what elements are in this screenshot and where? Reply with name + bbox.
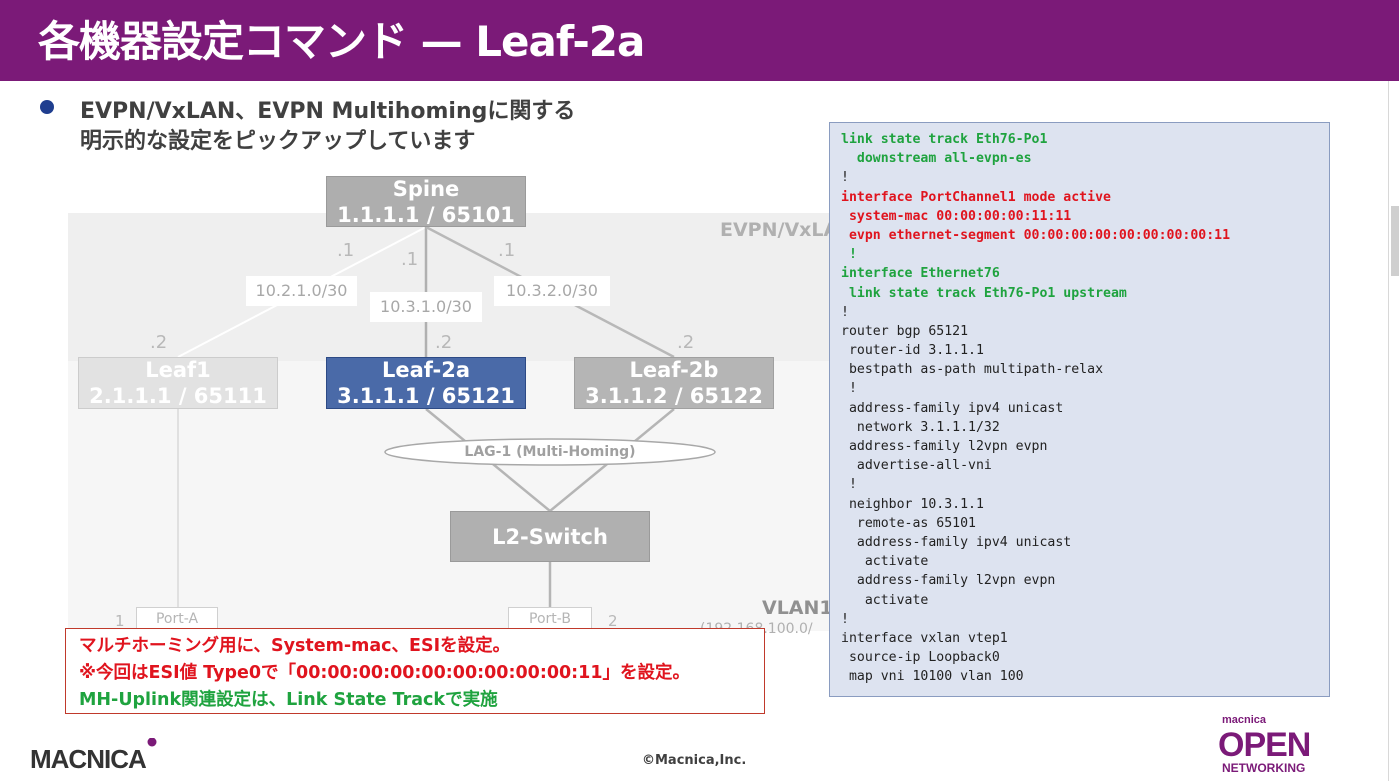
config-line: link state track Eth76-Po1 upstream bbox=[841, 285, 1127, 301]
notes-box: マルチホーミング用に、System-mac、ESIを設定。 ※今回はESI値 Ty… bbox=[65, 628, 765, 714]
port-b: Port-B bbox=[508, 607, 592, 631]
config-line: address-family l2vpn evpn bbox=[841, 439, 1048, 454]
config-panel: link state track Eth76-Po1 downstream al… bbox=[829, 122, 1330, 697]
l2-switch-node: L2-Switch bbox=[450, 511, 650, 562]
config-line: address-family l2vpn evpn bbox=[841, 573, 1056, 589]
macnica-logo-text: MACNICA bbox=[30, 744, 147, 772]
leaf2b-name: Leaf-2b bbox=[629, 358, 719, 382]
port-a: Port-A bbox=[136, 607, 218, 631]
config-line: downstream all-evpn-es bbox=[841, 151, 1032, 167]
config-line: ! bbox=[841, 381, 857, 397]
leaf2b-node: Leaf-2b 3.1.1.2 / 65122 bbox=[574, 357, 774, 409]
open-logo-top: macnica bbox=[1222, 714, 1267, 726]
bullet-line-1: EVPN/VxLAN、EVPN Multihomingに関する bbox=[80, 99, 576, 124]
config-line: ! bbox=[841, 170, 849, 186]
leaf2a-node: Leaf-2a 3.1.1.1 / 65121 bbox=[326, 357, 526, 409]
lag-label: LAG-1 (Multi-Homing) bbox=[464, 444, 636, 460]
config-line: router-id 3.1.1.1 bbox=[841, 343, 984, 359]
copyright: ©Macnica,Inc. bbox=[642, 753, 747, 768]
config-line: ! bbox=[841, 477, 857, 493]
note-line: マルチホーミング用に、System-mac、ESIを設定。 bbox=[79, 636, 511, 656]
open-logo-main: OPEN bbox=[1218, 726, 1310, 764]
config-line: ! bbox=[841, 304, 849, 320]
config-line: bestpath as-path multipath-relax bbox=[841, 362, 1104, 378]
title-bar bbox=[0, 0, 1399, 81]
subnet-label-leaf1: 10.2.1.0/30 bbox=[246, 276, 357, 306]
leaf2a-if: .2 bbox=[435, 332, 453, 353]
config-line: system-mac 00:00:00:00:11:11 bbox=[841, 208, 1072, 224]
config-line: evpn ethernet-segment 00:00:00:00:00:00:… bbox=[841, 227, 1231, 243]
port-a-number: 1 bbox=[115, 612, 125, 630]
right-edge-strip bbox=[1388, 81, 1399, 781]
config-line: neighbor 10.3.1.1 bbox=[841, 496, 984, 512]
config-line: network 3.1.1.1/32 bbox=[841, 419, 1000, 435]
config-line: map vni 10100 vlan 100 bbox=[841, 669, 1024, 685]
spine-name: Spine bbox=[392, 176, 460, 201]
macnica-logo: MACNICA bbox=[30, 738, 157, 772]
bullet-line-2: 明示的な設定をピックアップしています bbox=[80, 129, 476, 154]
evpn-vxlan-label: EVPN/VxLA bbox=[720, 219, 839, 241]
config-line: advertise-all-vni bbox=[841, 458, 992, 474]
port-b-number: 2 bbox=[608, 612, 618, 630]
spine-addr: 1.1.1.1 / 65101 bbox=[337, 202, 515, 227]
config-line: ! bbox=[841, 247, 857, 263]
config-line: address-family ipv4 unicast bbox=[841, 534, 1072, 550]
config-line: remote-as 65101 bbox=[841, 515, 976, 531]
config-line: interface Ethernet76 bbox=[841, 266, 1000, 282]
open-networking-logo: macnica OPEN NETWORKING bbox=[1218, 714, 1311, 775]
spine-if-leaf1: .1 bbox=[337, 240, 355, 261]
spine-if-leaf2b: .1 bbox=[498, 240, 516, 261]
config-line: interface vxlan vtep1 bbox=[841, 630, 1008, 646]
leaf1-node: Leaf1 2.1.1.1 / 65111 bbox=[78, 357, 278, 409]
leaf1-addr: 2.1.1.1 / 65111 bbox=[89, 384, 267, 408]
leaf2a-addr: 3.1.1.1 / 65121 bbox=[337, 384, 515, 408]
spine-if-leaf2a: .1 bbox=[401, 249, 419, 270]
page-title: 各機器設定コマンド — Leaf-2a bbox=[38, 17, 645, 66]
config-line: activate bbox=[841, 592, 929, 608]
config-line: address-family ipv4 unicast bbox=[841, 400, 1064, 416]
config-line: router bgp 65121 bbox=[841, 323, 969, 339]
spine-node: Spine 1.1.1.1 / 65101 bbox=[326, 176, 526, 227]
subnet-label-leaf2a: 10.3.1.0/30 bbox=[370, 292, 482, 322]
config-line: interface PortChannel1 mode active bbox=[841, 189, 1111, 205]
leaf2a-name: Leaf-2a bbox=[381, 358, 471, 382]
config-line: link state track Eth76-Po1 bbox=[841, 132, 1048, 147]
edge-tab bbox=[1391, 206, 1399, 276]
note-line: ※今回はESI値 Type0で「00:00:00:00:00:00:00:00:… bbox=[79, 663, 691, 683]
open-logo-sub: NETWORKING bbox=[1222, 761, 1305, 775]
vlan-label: VLAN1 bbox=[762, 597, 833, 619]
leaf1-name: Leaf1 bbox=[145, 358, 211, 382]
l2-switch-name: L2-Switch bbox=[492, 524, 608, 549]
note-line: MH-Uplink関連設定は、Link State Trackで実施 bbox=[79, 690, 498, 710]
leaf1-if: .2 bbox=[150, 332, 168, 353]
config-line: activate bbox=[841, 554, 929, 570]
bullet-dot-icon bbox=[40, 100, 54, 114]
config-line: source-ip Loopback0 bbox=[841, 650, 1000, 666]
subnet-label-leaf2b: 10.3.2.0/30 bbox=[494, 276, 610, 306]
leaf2b-addr: 3.1.1.2 / 65122 bbox=[585, 384, 763, 408]
config-line: ! bbox=[841, 611, 849, 627]
leaf2b-if: .2 bbox=[677, 332, 695, 353]
